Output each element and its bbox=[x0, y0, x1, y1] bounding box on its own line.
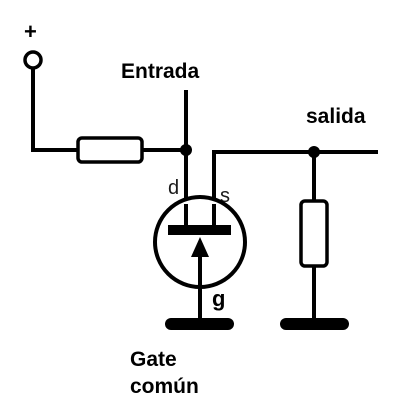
supply-wire bbox=[31, 68, 78, 152]
output-ground-bar bbox=[280, 318, 349, 330]
input-label: Entrada bbox=[121, 60, 200, 83]
source-label: s bbox=[220, 185, 230, 207]
supply-terminal bbox=[23, 50, 43, 70]
caption-line-2: común bbox=[130, 375, 199, 398]
gate-arrow-icon bbox=[191, 237, 209, 257]
gate-ground-bar bbox=[165, 318, 234, 330]
output-load-resistor bbox=[299, 199, 329, 268]
gate-terminal-label: g bbox=[212, 286, 225, 311]
caption-line-1: Gate bbox=[130, 348, 177, 371]
output-label: salida bbox=[306, 105, 366, 128]
transistor-channel-bar bbox=[168, 225, 231, 235]
drain-label: d bbox=[168, 177, 179, 199]
source-lead bbox=[212, 150, 378, 225]
supply-plus-label: + bbox=[24, 19, 37, 44]
load-resistor bbox=[76, 136, 144, 164]
